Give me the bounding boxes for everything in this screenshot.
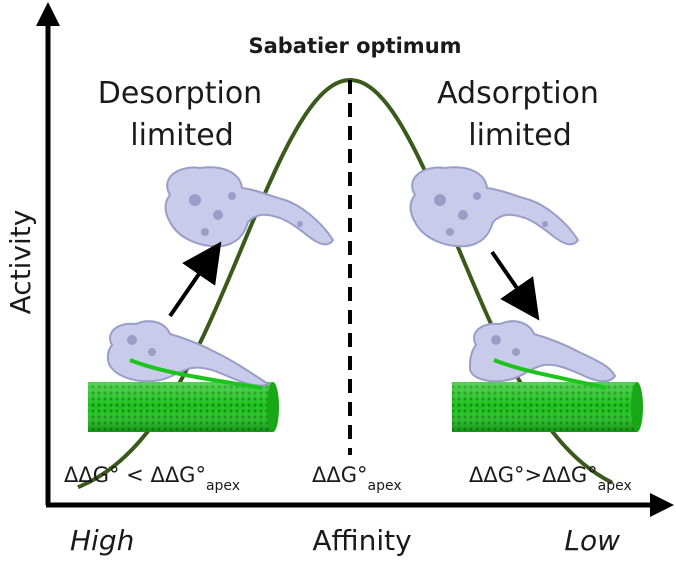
condition-right-sub: apex [598,478,632,494]
svg-text:ΔΔG°>ΔΔG°apex: ΔΔG°>ΔΔG°apex [469,463,632,494]
x-axis-label: Affinity [312,524,411,557]
condition-center: ΔΔG°apex [312,463,402,494]
filament-right-icon [452,382,643,432]
protein-left-bound-icon [106,320,270,390]
axes [36,2,674,517]
protein-right-bound-icon [468,320,617,390]
filament-left-icon [88,382,279,432]
x-axis-arrow-icon [650,493,674,517]
left-regime-line2: limited [130,118,234,153]
condition-center-main: ΔΔG° [312,463,368,487]
svg-text:ΔΔG° < ΔΔG°apex: ΔΔG° < ΔΔG°apex [64,463,240,494]
condition-left-sub: apex [206,478,240,494]
protein-left-free-icon [164,166,335,248]
condition-right-main: ΔΔG°>ΔΔG° [469,463,598,487]
x-axis-left-end: High [70,524,134,557]
y-axis-arrow-icon [36,2,60,26]
x-axis-right-end: Low [564,524,620,557]
protein-right-free-icon [409,166,580,248]
right-regime-line2: limited [468,118,572,153]
condition-right: ΔΔG°>ΔΔG°apex [469,463,632,494]
condition-left: ΔΔG° < ΔΔG°apex [64,463,240,494]
svg-text:ΔΔG°apex: ΔΔG°apex [312,463,402,494]
adsorption-arrow-icon [490,250,540,321]
y-axis-label: Activity [4,210,37,315]
right-regime-line1: Adsorption [437,76,599,111]
title: Sabatier optimum [248,34,461,58]
condition-left-main: ΔΔG° < ΔΔG° [64,463,206,487]
desorption-arrow-icon [168,241,222,318]
condition-center-sub: apex [368,478,402,494]
left-regime-line1: Desorption [98,76,262,111]
